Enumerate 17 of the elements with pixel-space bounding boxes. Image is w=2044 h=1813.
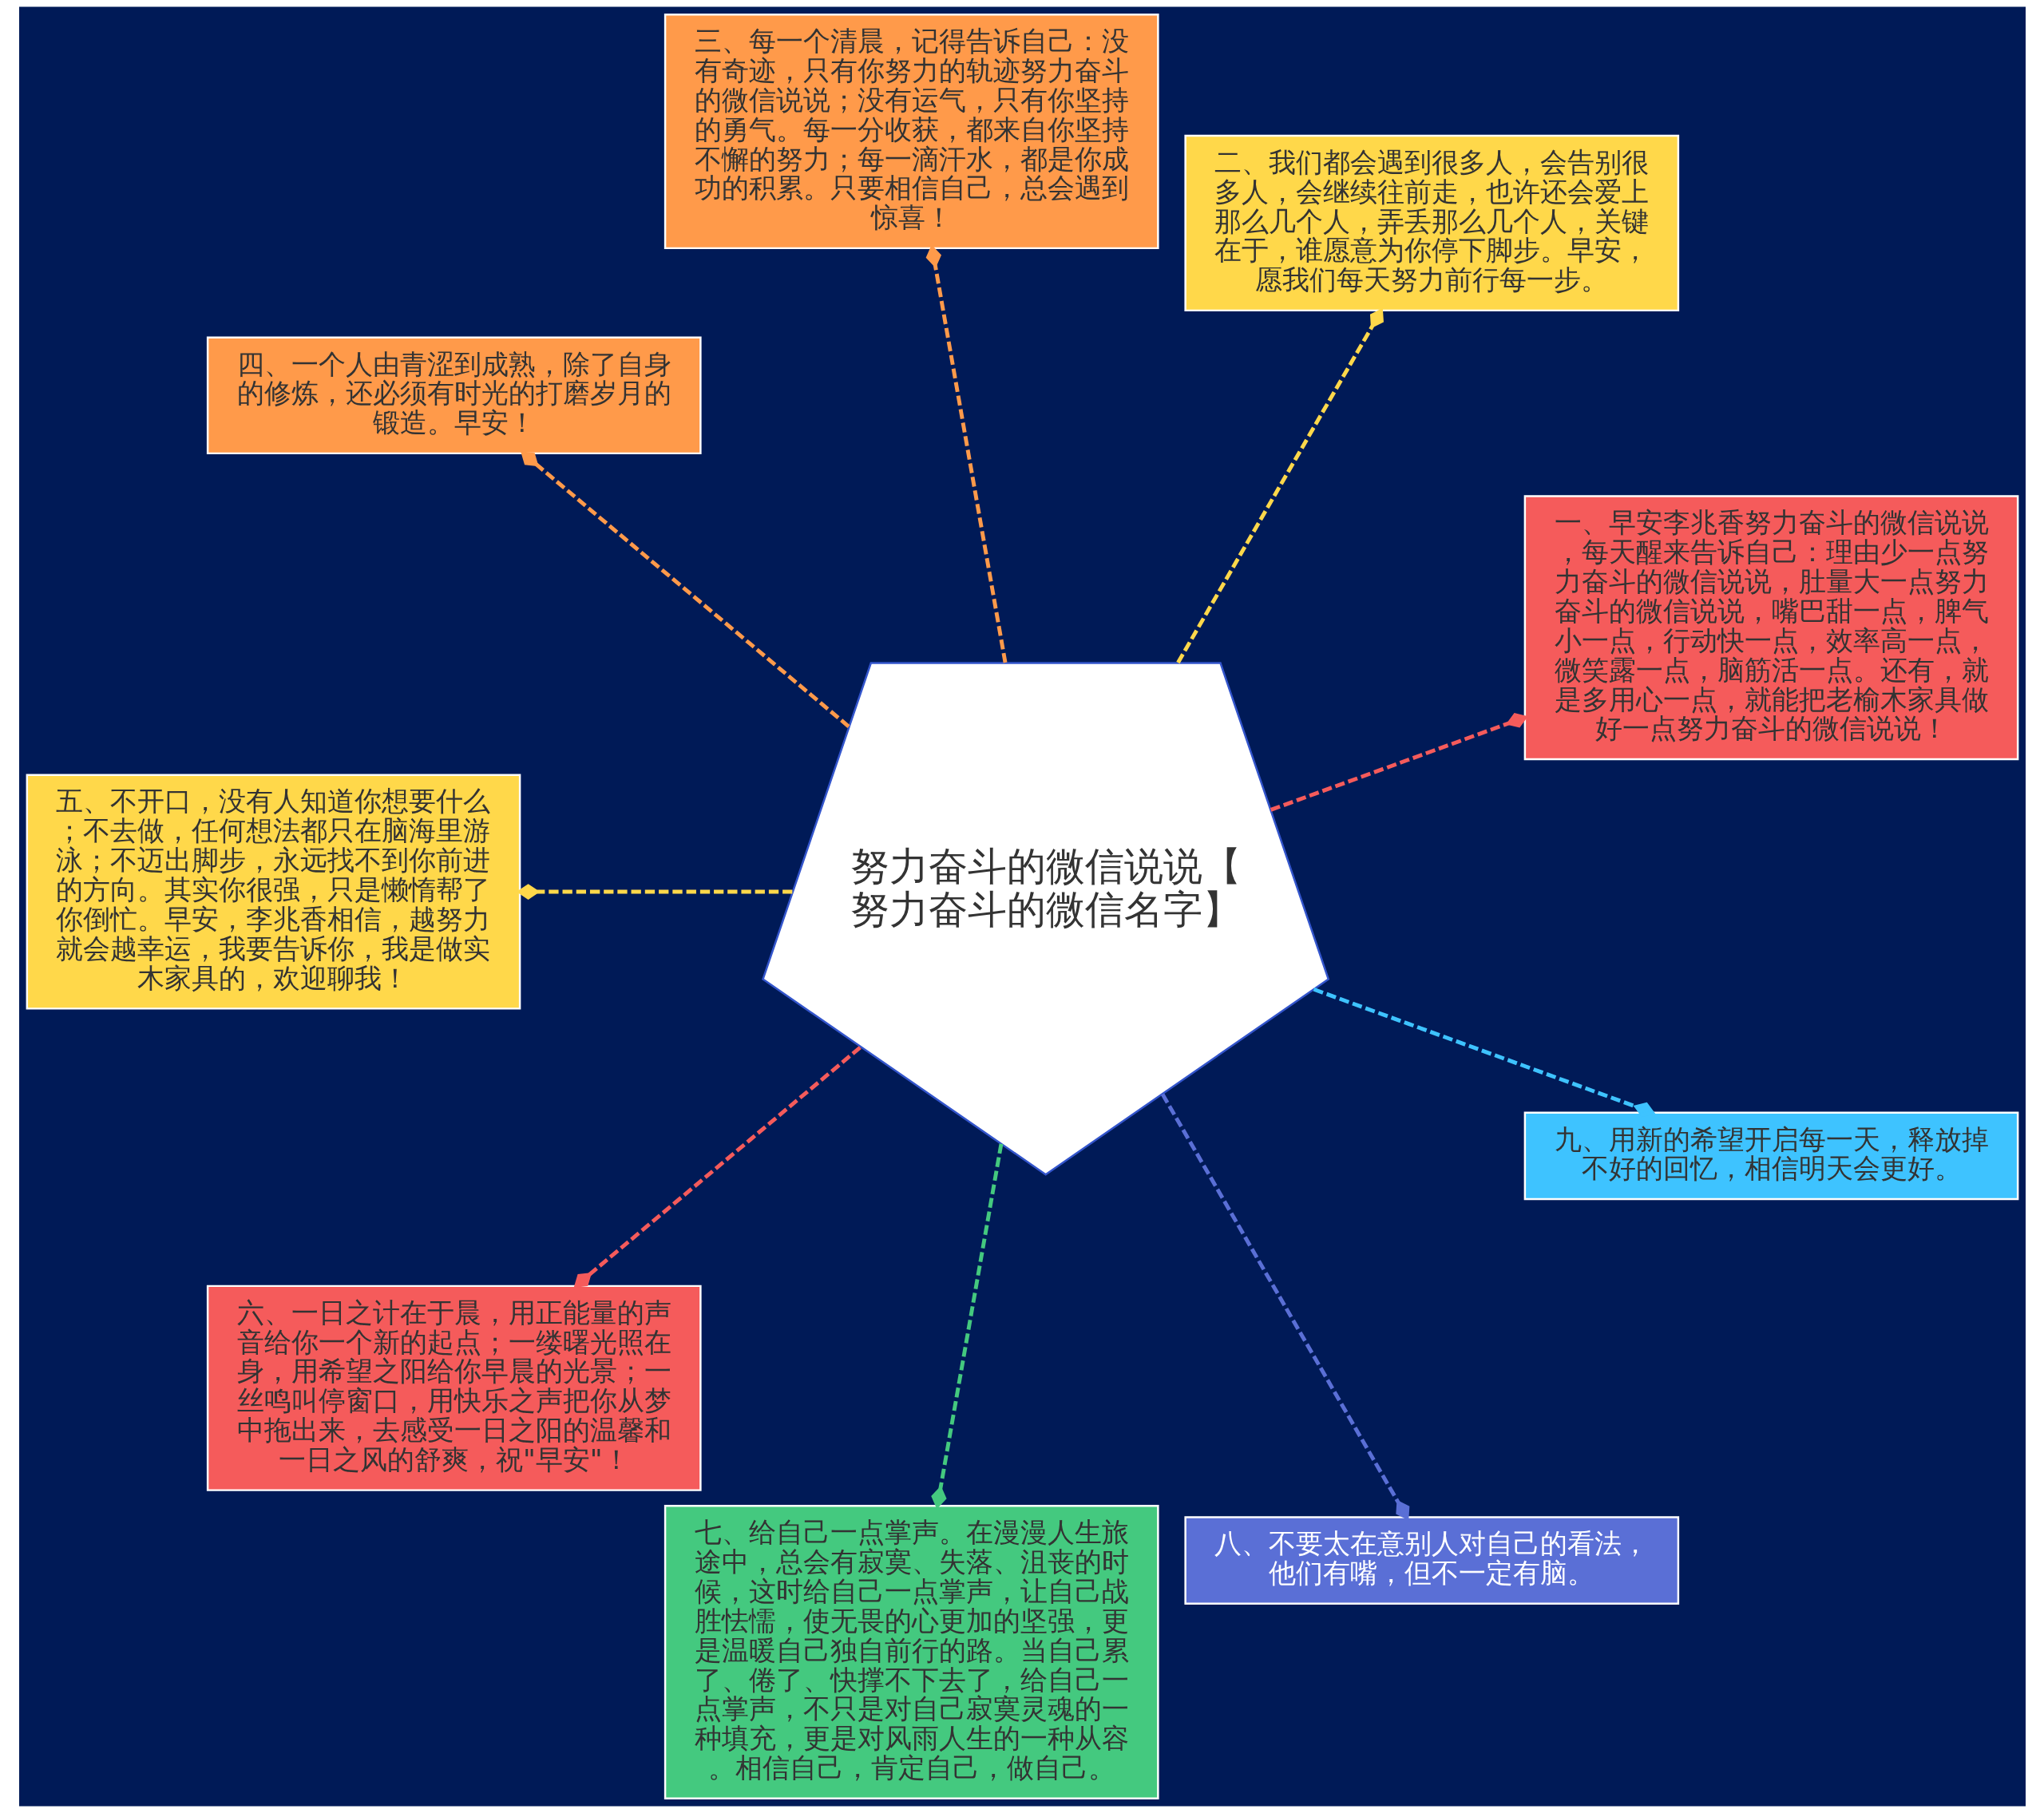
node-box: 五、不开口，没有人知道你想要什么；不去做，任何想法都只在脑海里游泳；不迈出脚步，永远找不到你前进的方向。其实你很强，只是懒惰帮了你倒忙。早安，李兆香相信，越努力就会越幸运，我要告诉你，我是做实木家具的，欢迎聊我！: [26, 774, 521, 1010]
connector: [1270, 712, 1528, 812]
connector: [925, 244, 1007, 663]
connector: [516, 884, 792, 900]
node-box: 四、一个人由青涩到成熟，除了自身的修炼，还必须有时光的打磨岁月的锻造。早安！: [206, 336, 702, 455]
node-box: 八、不要太在意别人对自己的看法，他们有嘴，但不一定有脑。: [1183, 1516, 1679, 1605]
node-box: 二、我们都会遇到很多人，会告别很多人，会继续往前走，也许还会爱上那么几个人，弄丢那么几个人，关键在于，谁愿意为你停下脚步。早安，愿我们每天努力前行每一步。: [1183, 134, 1679, 312]
node-box: 七、给自己一点掌声。在漫漫人生旅途中，总会有寂寞、失落、沮丧的时候，这时给自己一点掌声，让自己战胜怯懦，使无畏的心更加的坚强，更是温暖自己独自前行的路。当自己累了、倦了、快撑不下去了，给自己一点掌声，不只是对自己寂寞灵魂的一种填充，更是对风雨人生的一种从容。相信自己，肯定自己，做自己。: [664, 1505, 1159, 1799]
node-box: 一、早安李兆香努力奋斗的微信说说，每天醒来告诉自己：理由少一点努力奋斗的微信说说，肚量大一点努力奋斗的微信说说，嘴巴甜一点，脾气小一点，行动快一点，效率高一点，微笑露一点，脑筋活一点。还有，就是多用心一点，就能把老榆木家具做好一点努力奋斗的微信说说！: [1523, 495, 2018, 761]
node-box: 三、每一个清晨，记得告诉自己：没有奇迹，只有你努力的轨迹努力奋斗的微信说说；没有运气，只有你坚持的勇气。每一分收获，都来自你坚持不懈的努力；每一滴汗水，都是你成功的积累。只要相信自己，总会遇到惊喜！: [664, 14, 1159, 250]
node-box: 六、一日之计在于晨，用正能量的声音给你一个新的起点；一缕曙光照在身，用希望之阳给你早晨的光景；一丝鸣叫停窗口，用快乐之声把你从梦中拖出来，去感受一日之阳的温馨和一日之风的舒爽，祝"早安"！: [206, 1285, 702, 1491]
connector: [1160, 1093, 1409, 1521]
connector: [930, 1143, 1003, 1510]
connector: [1175, 307, 1384, 664]
node-box: 九、用新的希望开启每一天，释放掉不好的回忆，相信明天会更好。: [1523, 1111, 2018, 1201]
connector: [573, 1046, 862, 1288]
connector: [520, 451, 850, 728]
